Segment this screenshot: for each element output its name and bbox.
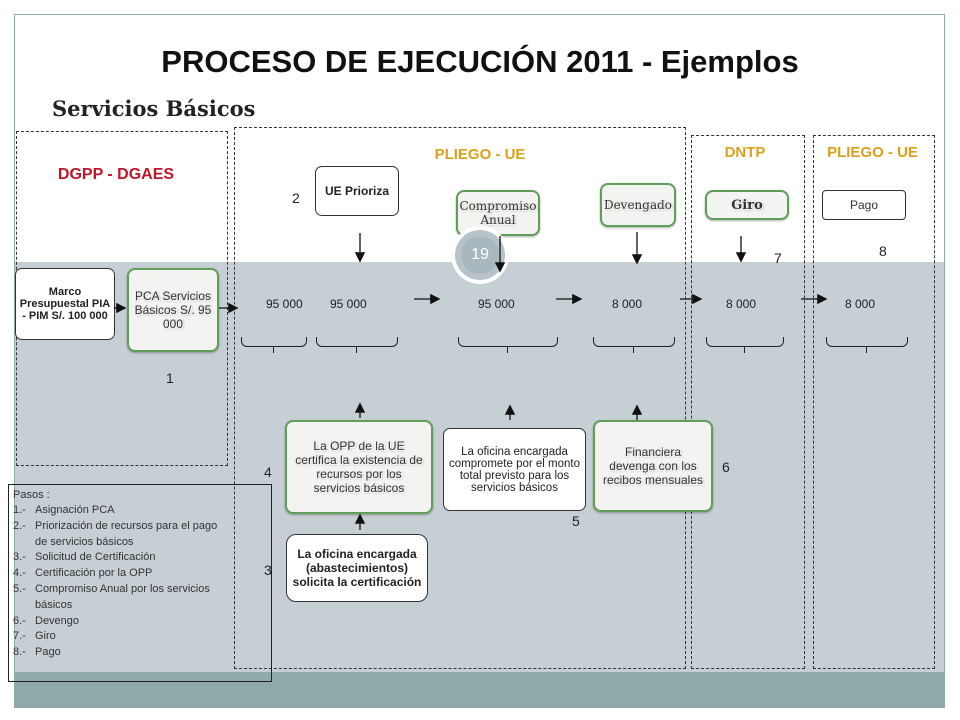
step-number-2: 2 [292, 190, 300, 206]
brace-tip-3 [507, 347, 508, 353]
step-text: básicos [35, 598, 73, 611]
compromiso-anual-label: Compromiso Anual [459, 199, 537, 227]
pago-box: Pago [822, 190, 906, 220]
step-number-7: 7 [774, 250, 782, 266]
step-index [13, 598, 35, 614]
marco-presupuestal-box: Marco Presupuestal PIA - PIM S/. 100 000 [15, 268, 115, 340]
oficina-certificacion-box: La oficina encargada (abastecimientos) s… [286, 534, 428, 602]
step-number-4: 4 [264, 464, 272, 480]
brace-tip-2 [356, 347, 357, 353]
amount-4: 8 000 [612, 297, 643, 311]
frame-top [14, 14, 945, 15]
step-text: Compromiso Anual por los servicios [35, 582, 210, 595]
step-text: Solicitud de Certificación [35, 551, 156, 564]
region-dntp [691, 135, 805, 669]
list-item: 3.- Solicitud de Certificación [13, 550, 267, 566]
ue-prioriza-label: UE Prioriza [324, 184, 390, 198]
page-title: PROCESO DE EJECUCIÓN 2011 - Ejemplos [161, 44, 799, 79]
step-text: Asignación PCA [35, 504, 115, 516]
oficina-certificacion-label: La oficina encargada (abastecimientos) s… [292, 547, 422, 589]
brace-6 [826, 337, 908, 347]
step-index: 4.- [13, 567, 26, 580]
step-number-3: 3 [264, 562, 272, 578]
step-number-5: 5 [572, 513, 580, 529]
pca-label: PCA Servicios Básicos S/. 95 000 [134, 289, 212, 331]
list-item: 5.- Compromiso Anual por los servicios [13, 582, 267, 598]
marco-presupuestal-label: Marco Presupuestal PIA - PIM S/. 100 000 [19, 286, 111, 322]
brace-1 [241, 337, 307, 347]
brace-3 [458, 337, 558, 347]
list-item: 2.- Priorización de recursos para el pago [13, 519, 267, 535]
compromiso-anual-box: Compromiso Anual [456, 190, 540, 236]
bottom-bar [15, 672, 945, 708]
list-item: 1.- Asignación PCA [13, 503, 267, 519]
step-index: 7.- [13, 630, 26, 643]
brace-tip-4 [633, 347, 634, 353]
page-subtitle: Servicios Básicos [52, 96, 256, 121]
brace-5 [706, 337, 784, 347]
step-text: de servicios básicos [35, 535, 134, 548]
step-text: Priorización de recursos para el pago [35, 519, 218, 532]
region-label-pliego-ue: PLIEGO - UE [434, 146, 526, 163]
list-item: 7.- Giro [13, 629, 267, 645]
ue-prioriza-box: UE Prioriza [315, 166, 399, 216]
step-index [13, 535, 35, 551]
step-number-8: 8 [879, 243, 887, 259]
pasos-heading: Pasos : [13, 489, 50, 501]
list-item: básicos [13, 598, 267, 614]
step-number-1: 1 [166, 370, 174, 386]
step-index: 5.- [13, 582, 26, 595]
list-item: 8.- Pago [13, 645, 267, 661]
brace-2 [316, 337, 398, 347]
step-index: 6.- [13, 614, 26, 627]
step-text: Devengo [35, 614, 80, 627]
step-text: Certificación por la OPP [35, 567, 153, 580]
amount-2: 95 000 [330, 297, 367, 311]
step-text: Pago [35, 646, 61, 659]
step-index: 3.- [13, 551, 26, 564]
frame-left [14, 14, 15, 708]
oficina-compromete-box: La oficina encargada compromete por el m… [443, 428, 586, 511]
brace-tip-6 [866, 347, 867, 353]
region-label-dgpp: DGPP - DGAES [57, 166, 175, 183]
slide-number: 19 [461, 236, 499, 274]
step-index: 1.- [13, 504, 26, 516]
step-number-6: 6 [722, 459, 730, 475]
giro-box: Giro [705, 190, 789, 220]
list-item: 6.- Devengo [13, 614, 267, 630]
pago-label: Pago [849, 198, 879, 212]
oficina-compromete-label: La oficina encargada compromete por el m… [448, 445, 581, 494]
opp-certifica-box: La OPP de la UE certifica la existencia … [285, 420, 433, 514]
pca-box: PCA Servicios Básicos S/. 95 000 [127, 268, 219, 352]
list-item: de servicios básicos [13, 535, 267, 551]
step-index: 2.- [13, 519, 26, 532]
financiera-box: Financiera devenga con los recibos mensu… [593, 420, 713, 512]
region-label-pliego-ue-2: PLIEGO - UE [827, 144, 918, 161]
amount-3: 95 000 [478, 297, 515, 311]
financiera-label: Financiera devenga con los recibos mensu… [602, 445, 704, 487]
step-index: 8.- [13, 646, 26, 659]
brace-tip-1 [273, 347, 274, 353]
region-pliego-ue [234, 127, 686, 669]
giro-label: Giro [731, 197, 763, 213]
amount-1: 95 000 [266, 297, 303, 311]
region-label-dntp: DNTP [724, 144, 766, 161]
step-text: Giro [35, 630, 56, 643]
devengado-label: Devengado [603, 198, 673, 212]
frame-right [944, 14, 945, 708]
list-item: 4.- Certificación por la OPP [13, 566, 267, 582]
amount-6: 8 000 [845, 297, 876, 311]
devengado-box: Devengado [600, 183, 676, 227]
brace-tip-5 [744, 347, 745, 353]
pasos-list: Pasos : 1.- Asignación PCA 2.- Priorizació… [8, 484, 272, 682]
amount-5: 8 000 [726, 297, 757, 311]
brace-4 [593, 337, 675, 347]
opp-certifica-label: La OPP de la UE certifica la existencia … [295, 439, 423, 495]
region-pliego-ue-2 [813, 135, 935, 669]
